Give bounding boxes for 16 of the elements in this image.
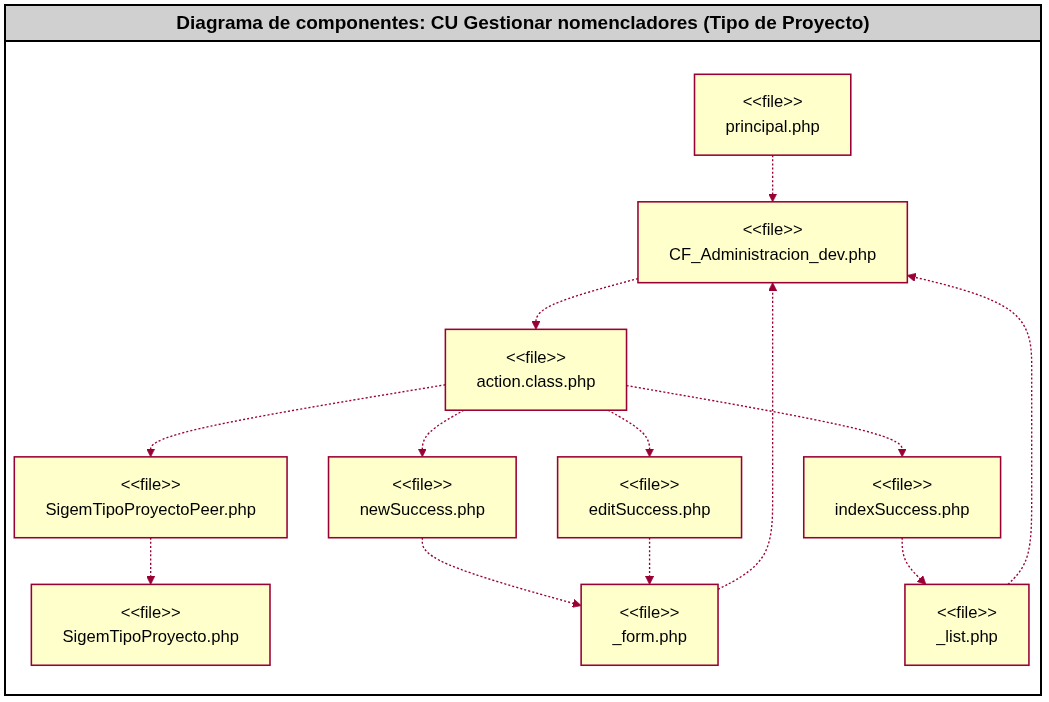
- arrow: [421, 537, 582, 608]
- node-box: <<file>> _list.php: [904, 583, 1030, 667]
- diagram-title: Diagrama de componentes: CU Gestionar nomencladores (Tipo de Proyecto): [6, 6, 1040, 42]
- arrow: [645, 537, 655, 585]
- node-box: <<file>> indexSuccess.php: [802, 456, 1002, 539]
- arrow: [768, 154, 778, 203]
- arrow: [146, 537, 156, 585]
- node-box: <<file>> SigemTipoProyecto.php: [30, 583, 271, 667]
- node-box: <<file>> SigemTipoProyectoPeer.php: [13, 456, 288, 539]
- node-box: <<file>> _form.php: [580, 583, 719, 667]
- node-box: <<file>> newSuccess.php: [327, 456, 517, 539]
- node-box: <<file>> editSuccess.php: [556, 456, 743, 539]
- node-box: <<file>> principal.php: [693, 73, 852, 157]
- arrow: [901, 537, 927, 585]
- node-box: <<file>> CF_Administracion_dev.php: [637, 201, 909, 284]
- node-box: <<file>> action.class.php: [444, 328, 628, 412]
